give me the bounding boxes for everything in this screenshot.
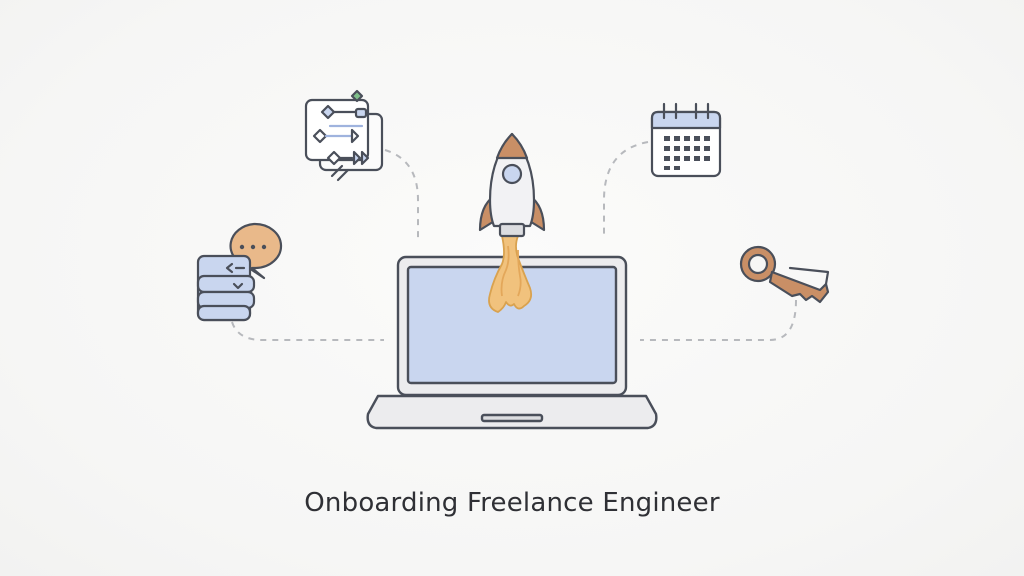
- workflow-diagram-icon: [304, 89, 384, 182]
- laptop-icon: [366, 255, 658, 430]
- key-icon: [739, 245, 830, 304]
- calendar-grid: [664, 136, 710, 170]
- flame-icon: [488, 235, 533, 313]
- chat-database-icon: [196, 222, 283, 322]
- laptop-base: [366, 394, 658, 430]
- connector-key: [640, 299, 797, 341]
- rocket-nose: [495, 132, 529, 160]
- connector-lines: [231, 141, 797, 341]
- calendar-icon: [650, 102, 722, 178]
- connector-workflow: [384, 149, 419, 238]
- connector-database: [231, 321, 384, 341]
- rocket-window: [501, 163, 523, 185]
- rocket-nozzle: [498, 222, 526, 238]
- rocket-icon: [478, 132, 546, 238]
- illustration-caption: Onboarding Freelance Engineer: [304, 488, 720, 518]
- connector-calendar: [603, 141, 649, 238]
